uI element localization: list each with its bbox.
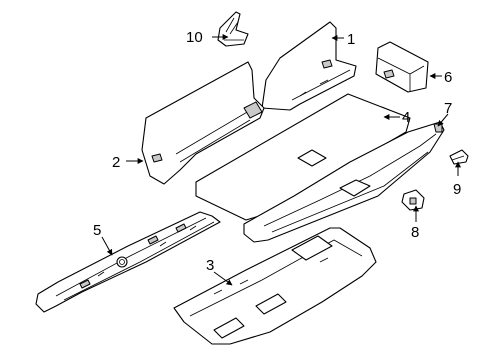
callout-10: 10 [186, 29, 203, 46]
part-6-bracket-block [375, 41, 429, 93]
callout-4: 4 [402, 109, 410, 126]
part-10-bracket [217, 11, 249, 47]
leader-3 [213, 271, 233, 286]
leader-lines [101, 34, 461, 286]
part-8-bracket [401, 189, 425, 211]
part-1-side-panel [261, 21, 357, 111]
part-2-side-panel [141, 61, 265, 185]
part-9-clip [449, 149, 469, 165]
part-3-floor-tray [173, 227, 377, 345]
leader-7 [437, 113, 449, 127]
part-7-rear-trim [243, 121, 445, 243]
callout-6: 6 [444, 69, 452, 86]
callout-1: 1 [347, 31, 355, 48]
callout-5: 5 [93, 222, 101, 239]
callout-2: 2 [112, 154, 120, 171]
part-4-floor-board [195, 93, 411, 221]
callout-8: 8 [411, 224, 419, 241]
callout-7: 7 [444, 100, 452, 117]
callout-9: 9 [453, 181, 461, 198]
part-5-rail [35, 211, 221, 313]
leader-5 [101, 236, 113, 256]
callout-3: 3 [206, 257, 214, 274]
